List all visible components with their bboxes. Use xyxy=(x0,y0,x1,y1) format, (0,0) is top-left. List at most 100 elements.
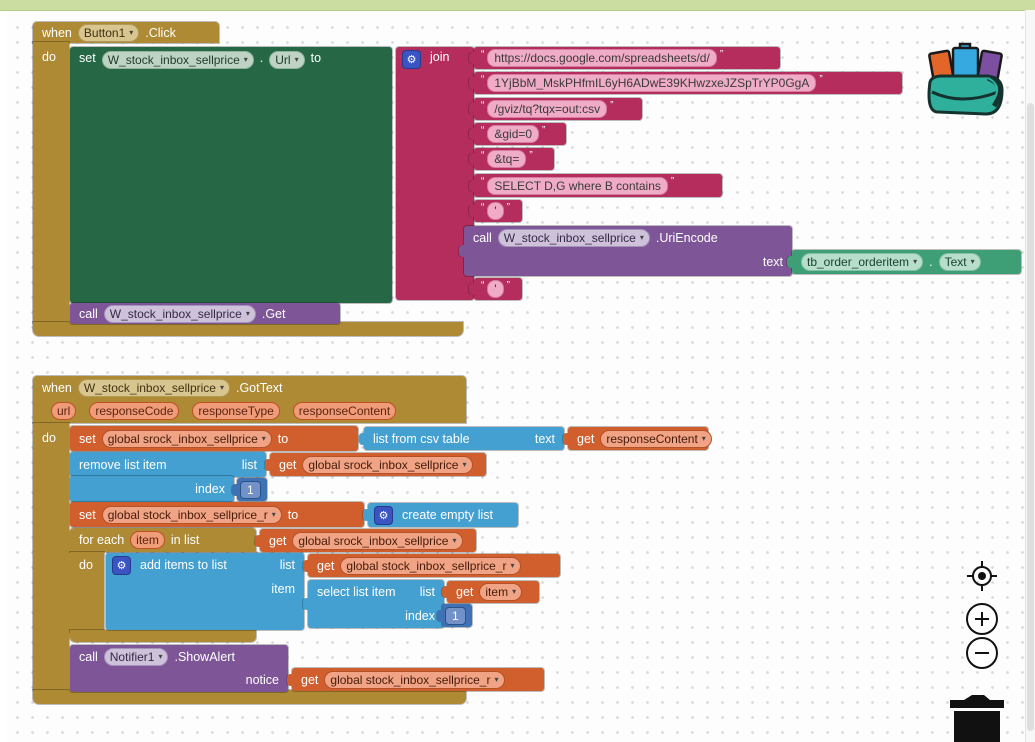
crosshair-icon xyxy=(967,561,997,591)
variable-dropdown[interactable]: global stock_inbox_sellprice_r ▾ xyxy=(102,506,282,524)
when-gottext-foot[interactable] xyxy=(33,690,466,704)
mutator-gear-icon[interactable]: ⚙ xyxy=(112,556,131,575)
when-button1-spine[interactable]: do xyxy=(33,42,69,323)
inlist-label: in list xyxy=(171,533,199,547)
variable-dropdown[interactable]: global stock_inbox_sellprice_r ▾ xyxy=(324,671,504,689)
dropdown-icon: ▾ xyxy=(913,254,917,270)
property-dropdown[interactable]: Url ▾ xyxy=(269,51,304,69)
join-block[interactable]: ⚙ join xyxy=(396,47,474,300)
string-field[interactable]: &gid=0 xyxy=(487,125,539,143)
remove-list-item-block[interactable]: remove list item list xyxy=(70,452,266,477)
set-variable-block[interactable]: set global stock_inbox_sellprice_r ▾ to xyxy=(70,502,364,527)
get-variable-block[interactable]: get responseContent ▾ xyxy=(568,427,708,450)
when-button1-foot[interactable] xyxy=(33,322,463,336)
get-variable-block[interactable]: get global stock_inbox_sellprice_r ▾ xyxy=(308,554,560,577)
zoom-in-button[interactable] xyxy=(966,603,998,635)
text-string-block[interactable]: “ &tq= ” xyxy=(474,148,554,170)
call-label: call xyxy=(473,231,492,245)
component-dropdown[interactable]: W_stock_inbox_sellprice ▾ xyxy=(498,229,650,247)
open-quote-icon: “ xyxy=(481,202,484,213)
get-variable-block[interactable]: get item ▾ xyxy=(447,581,539,603)
blocks-workspace[interactable]: when Button1 ▾ .Click do set W_stock_inb… xyxy=(6,14,1026,742)
variable-dropdown[interactable]: global srock_inbox_sellprice ▾ xyxy=(102,430,272,448)
number-block[interactable]: 1 xyxy=(237,478,267,501)
string-field[interactable]: 1YjBbM_MskPHfmIL6yH6ADwE39KHwzxeJZSpTrYP… xyxy=(487,74,816,92)
list-label: list xyxy=(420,585,435,599)
select-list-item-block[interactable]: select list item list index xyxy=(308,580,444,628)
text-string-block[interactable]: “ ' ” xyxy=(474,200,522,222)
backpack-icon[interactable] xyxy=(922,36,1010,116)
trash-can[interactable] xyxy=(944,694,1010,742)
remove-list-item-block-row2[interactable]: index xyxy=(70,476,234,502)
component-dropdown[interactable]: tb_order_orderitem ▾ xyxy=(801,253,923,271)
set-label: set xyxy=(79,508,96,522)
mutator-gear-icon[interactable]: ⚙ xyxy=(374,506,393,525)
dropdown-icon: ▾ xyxy=(510,558,514,574)
component-dropdown[interactable]: W_stock_inbox_sellprice ▾ xyxy=(78,379,230,397)
set-url-block[interactable]: set W_stock_inbox_sellprice ▾ . Url ▾ to xyxy=(70,47,392,303)
when-gottext-header[interactable]: when W_stock_inbox_sellprice ▾ .GotText … xyxy=(33,376,466,423)
get-label: get xyxy=(317,559,334,573)
param-responsetype[interactable]: responseType xyxy=(192,402,279,420)
variable-dropdown[interactable]: item ▾ xyxy=(479,583,522,601)
get-variable-block[interactable]: get global srock_inbox_sellprice ▾ xyxy=(270,453,486,476)
scrollbar-thumb[interactable] xyxy=(1027,103,1034,731)
component-text-getter-block[interactable]: tb_order_orderitem ▾ . Text ▾ xyxy=(792,250,1021,274)
number-field[interactable]: 1 xyxy=(445,607,466,625)
string-field[interactable]: https://docs.google.com/spreadsheets/d/ xyxy=(487,49,716,67)
do-label: do xyxy=(79,558,93,572)
param-responsecontent[interactable]: responseContent xyxy=(293,402,396,420)
zoom-out-button[interactable] xyxy=(966,637,998,669)
param-url[interactable]: url xyxy=(51,402,76,420)
variable-dropdown[interactable]: responseContent ▾ xyxy=(600,430,711,448)
set-variable-block[interactable]: set global srock_inbox_sellprice ▾ to xyxy=(70,426,358,451)
center-blocks-button[interactable] xyxy=(967,561,997,591)
text-string-block[interactable]: “ SELECT D,G where B contains ” xyxy=(474,174,722,197)
minus-icon xyxy=(974,645,990,661)
property-dropdown[interactable]: Text ▾ xyxy=(939,253,981,271)
string-field[interactable]: ' xyxy=(487,202,503,220)
dropdown-icon: ▾ xyxy=(462,457,466,473)
add-items-to-list-block[interactable]: ⚙ add items to list list item xyxy=(106,553,304,630)
text-string-block[interactable]: “ 1YjBbM_MskPHfmIL6yH6ADwE39KHwzxeJZSpTr… xyxy=(474,72,902,94)
variable-dropdown[interactable]: global srock_inbox_sellprice ▾ xyxy=(292,532,462,550)
number-block[interactable]: 1 xyxy=(442,604,472,627)
dropdown-icon: ▾ xyxy=(452,533,456,549)
foreach-header[interactable]: for each item in list xyxy=(70,528,256,552)
open-quote-icon: “ xyxy=(481,176,484,187)
event-label: .Click xyxy=(145,26,176,40)
list-from-csv-table-block[interactable]: list from csv table text xyxy=(364,427,564,450)
number-field[interactable]: 1 xyxy=(240,481,261,499)
text-string-block[interactable]: “ ' ” xyxy=(474,278,522,300)
call-uriencode-block[interactable]: call W_stock_inbox_sellprice ▾ .UriEncod… xyxy=(464,226,792,276)
get-variable-block[interactable]: get global srock_inbox_sellprice ▾ xyxy=(260,529,476,552)
loop-variable-chip[interactable]: item xyxy=(130,531,165,549)
param-responsecode[interactable]: responseCode xyxy=(89,402,179,420)
string-field[interactable]: SELECT D,G where B contains xyxy=(487,177,668,195)
when-label: when xyxy=(42,381,72,395)
foreach-spine[interactable]: do xyxy=(70,552,104,632)
create-empty-list-block[interactable]: ⚙ create empty list xyxy=(368,503,518,527)
string-field[interactable]: /gviz/tq?tqx=out:csv xyxy=(487,100,607,118)
string-field[interactable]: &tq= xyxy=(487,150,526,168)
do-label: do xyxy=(42,431,56,445)
vertical-scrollbar xyxy=(1025,10,1035,742)
text-string-block[interactable]: “ https://docs.google.com/spreadsheets/d… xyxy=(474,47,780,69)
variable-dropdown[interactable]: global srock_inbox_sellprice ▾ xyxy=(302,456,472,474)
text-string-block[interactable]: “ /gviz/tq?tqx=out:csv ” xyxy=(474,98,642,120)
when-button1-click-header[interactable]: when Button1 ▾ .Click xyxy=(33,22,219,43)
component-dropdown[interactable]: W_stock_inbox_sellprice ▾ xyxy=(104,305,256,323)
foreach-foot[interactable] xyxy=(70,630,256,642)
component-dropdown[interactable]: W_stock_inbox_sellprice ▾ xyxy=(102,51,254,69)
close-quote-icon: ” xyxy=(507,202,510,213)
string-field[interactable]: ' xyxy=(487,280,503,298)
call-get-block[interactable]: call W_stock_inbox_sellprice ▾ .Get xyxy=(70,303,340,324)
get-variable-block[interactable]: get global stock_inbox_sellprice_r ▾ xyxy=(292,668,544,691)
variable-dropdown[interactable]: global stock_inbox_sellprice_r ▾ xyxy=(340,557,520,575)
call-showalert-block[interactable]: call Notifier1 ▾ .ShowAlert notice xyxy=(70,645,288,692)
component-dropdown[interactable]: Notifier1 ▾ xyxy=(104,648,169,666)
text-string-block[interactable]: “ &gid=0 ” xyxy=(474,123,566,145)
mutator-gear-icon[interactable]: ⚙ xyxy=(402,50,421,69)
when-gottext-spine[interactable]: do xyxy=(33,423,69,690)
component-dropdown[interactable]: Button1 ▾ xyxy=(78,24,139,42)
